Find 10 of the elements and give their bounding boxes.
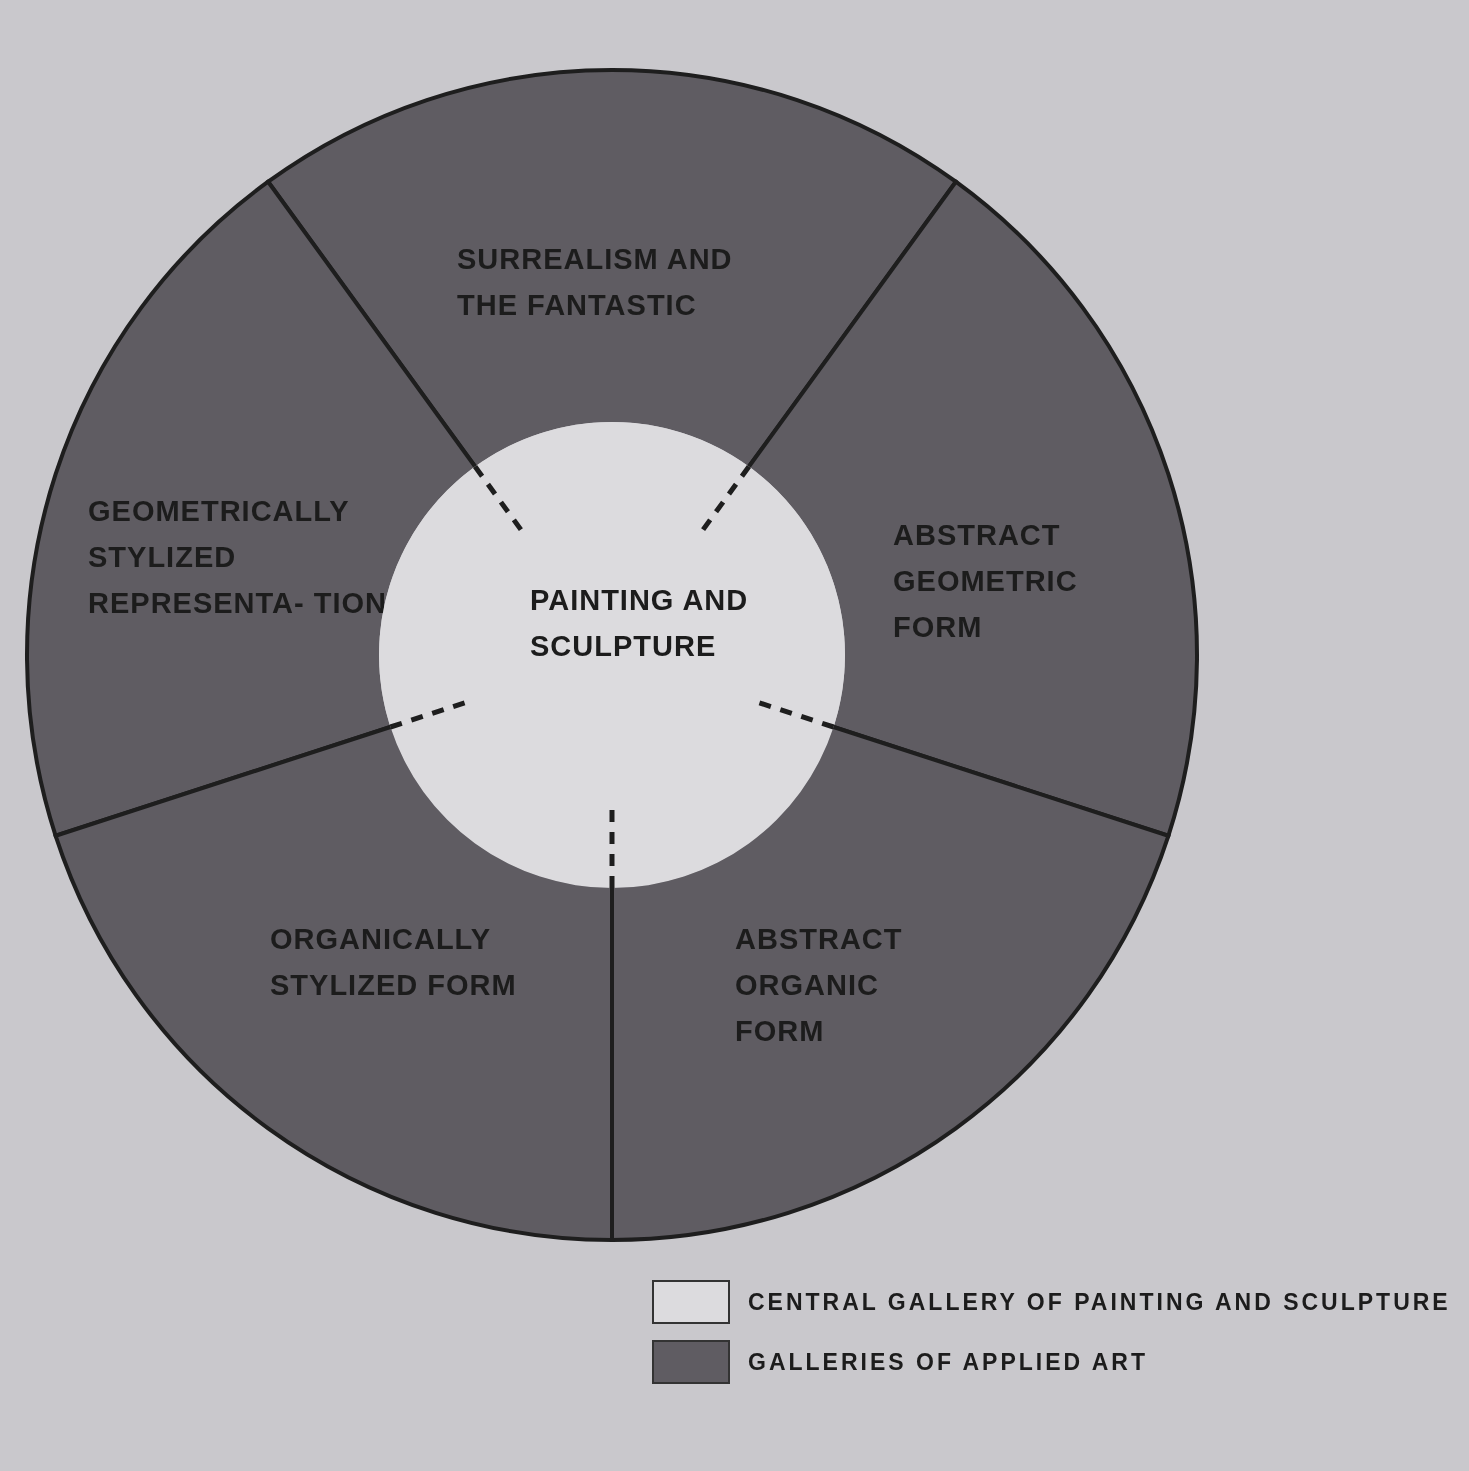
gallery-sector: [610, 725, 1171, 1242]
gallery-label: PAINTING AND SCULPTURE: [530, 583, 750, 664]
gallery-label: SURREALISM AND THE FANTASTIC: [457, 242, 734, 323]
gallery-label: GEOMETRICALLY STYLIZED REPRESENTA- TION: [88, 494, 389, 621]
gallery-label: ABSTRACT ORGANIC FORM: [735, 922, 904, 1049]
gallery-sector: [266, 68, 958, 468]
legend-text: GALLERIES OF APPLIED ART: [748, 1349, 1148, 1376]
gallery-label: ABSTRACT GEOMETRIC FORM: [893, 518, 1079, 645]
legend-text: CENTRAL GALLERY OF PAINTING AND SCULPTURE: [748, 1289, 1451, 1316]
gallery-label: ORGANICALLY STYLIZED FORM: [270, 922, 518, 1003]
